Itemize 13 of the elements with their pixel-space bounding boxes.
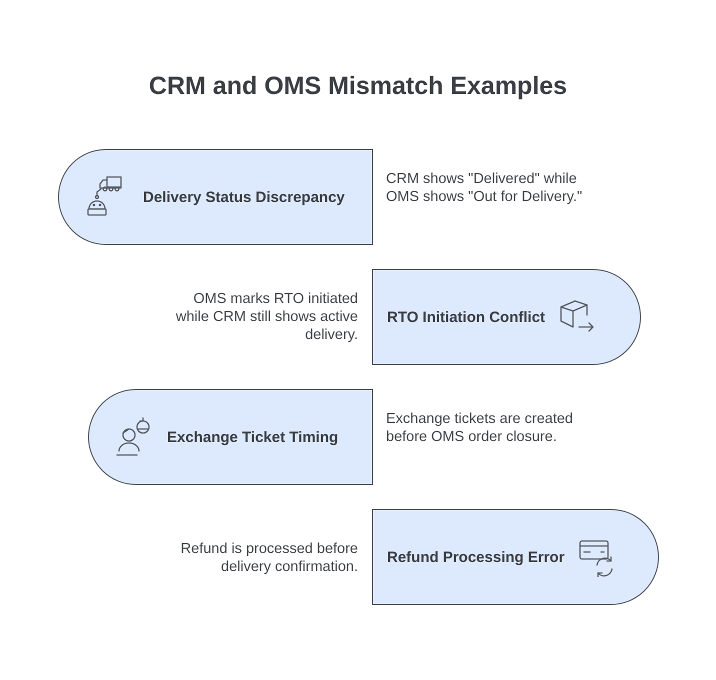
description-text: Refund is processed before delivery confirmation. [180,540,358,576]
rounded-card [372,509,659,605]
rounded-card [88,389,373,485]
card-heading: RTO Initiation Conflict [387,308,546,326]
card-heading: Exchange Ticket Timing [167,428,338,446]
card-heading: Delivery Status Discrepancy [143,188,345,206]
rounded-card [58,149,373,245]
description-text: OMS marks RTO initiated while CRM still shows active delivery. [174,290,358,344]
description-text: CRM shows "Delivered" while OMS shows "Out for Delivery." [386,170,584,206]
rounded-card [372,269,641,365]
diagram-title: CRM and OMS Mismatch Examples [148,72,568,101]
card-heading: Refund Processing Error [387,548,565,566]
description-text: Exchange tickets are created before OMS order closure. [386,410,574,446]
